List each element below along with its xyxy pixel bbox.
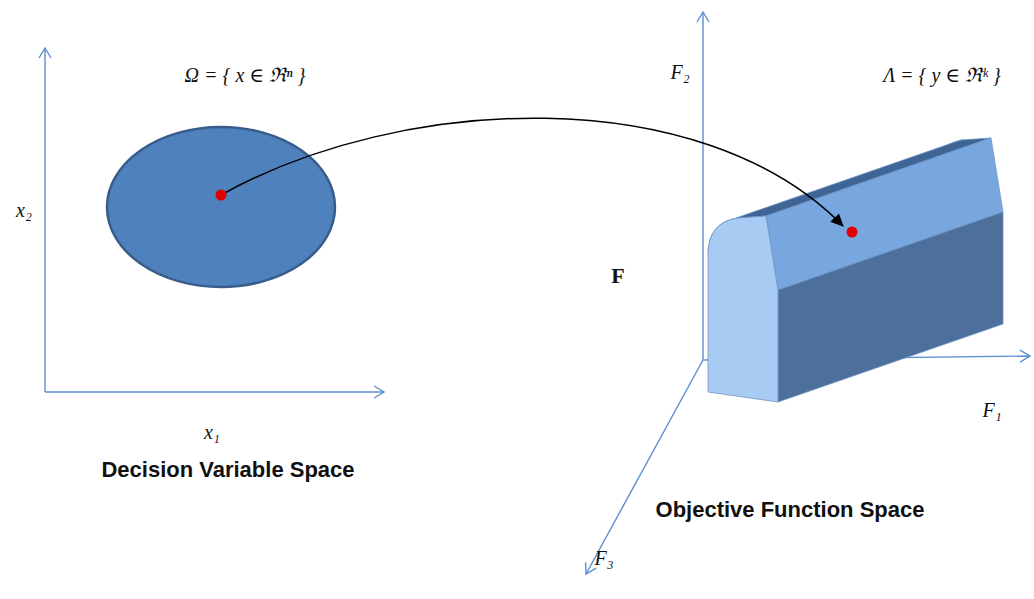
axis-label: F₃	[594, 547, 613, 569]
mapping-label: F	[611, 264, 624, 288]
axis-label: F₂	[670, 61, 689, 83]
objective-region	[708, 138, 1003, 402]
space-title: Decision Variable Space	[101, 458, 354, 482]
decision-point	[216, 190, 227, 201]
axis-label: x₁	[204, 421, 220, 443]
objective-axes	[586, 12, 1030, 574]
axis-label: F₁	[982, 399, 1001, 421]
set-formula: Ω = { x ∈ ℜⁿ }	[185, 64, 306, 86]
space-title: Objective Function Space	[656, 498, 925, 522]
axis-label: x₂	[16, 199, 32, 221]
mapping-arrow	[221, 118, 843, 226]
decision-region	[107, 127, 335, 287]
objective-point	[847, 227, 858, 238]
set-formula: Λ = { y ∈ ℜᵏ }	[883, 64, 1001, 86]
decision-axes	[45, 48, 384, 392]
